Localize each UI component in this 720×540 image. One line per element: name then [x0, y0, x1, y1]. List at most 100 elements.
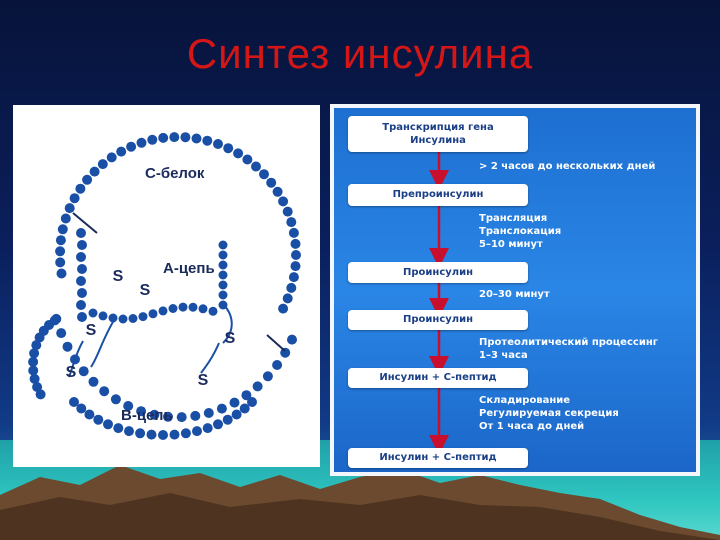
synthesis-flowchart-panel: Транскрипция гена Инсулина Препроинсулин… [330, 104, 700, 476]
c-peptide-residue [282, 293, 293, 304]
b-chain-residue [124, 426, 134, 437]
b-chain-residue [262, 371, 273, 382]
b-chain-residue [56, 328, 67, 339]
a-chain-residue [178, 302, 188, 312]
note-transcription-time: > 2 часов до нескольких дней [479, 160, 655, 173]
b-chain-residue [29, 373, 40, 384]
c-peptide-residue [242, 154, 253, 165]
b-chain-residue [169, 429, 180, 440]
b-chain-residue [28, 365, 39, 376]
b-chain-label: В-цепь [121, 407, 173, 424]
residue-chains [28, 132, 301, 440]
b-chain-residue [93, 414, 104, 425]
b-chain-residue [136, 406, 147, 417]
c-peptide-residue [147, 134, 158, 145]
note-4-line-1: Протеолитический процессинг [479, 337, 658, 348]
c-peptide-residue [89, 166, 100, 177]
c-peptide-residue [233, 148, 244, 159]
c-peptide-residue [282, 206, 293, 217]
b-chain-residue [229, 397, 240, 408]
disulfide-s-1: S [113, 268, 124, 285]
c-peptide-residue [272, 186, 283, 197]
b-chain-residue [192, 426, 202, 437]
b-chain-residue [202, 423, 213, 434]
a-chain-residue [98, 311, 108, 321]
a-chain-residue [218, 290, 228, 300]
note-5-line-2: Регулируемая секреция [479, 408, 619, 419]
b-chain-residue [149, 409, 160, 420]
flow-arrows [429, 152, 449, 455]
c-peptide-residue [223, 143, 234, 154]
b-chain-residue [180, 428, 191, 439]
c-peptide-residue [76, 228, 86, 238]
b-chain-residue [28, 356, 39, 367]
a-chain-residue [218, 260, 228, 270]
a-chain-residue [198, 304, 208, 314]
b-chain-residue [78, 366, 89, 377]
c-peptide-residue [77, 264, 87, 274]
a-chain-residue [138, 312, 148, 322]
c-peptide-residue [290, 261, 301, 272]
a-chain-residue [218, 280, 228, 290]
c-peptide-residue [290, 238, 301, 249]
note-5-line-3: От 1 часа до дней [479, 421, 585, 432]
note-2-line-1: Трансляция [479, 213, 548, 224]
step-1-line-1: Транскрипция гена [382, 122, 494, 133]
step-insulin-c-peptide-2: Инсулин + С-пептид [348, 448, 528, 468]
b-chain-residue [190, 410, 201, 421]
c-peptide-residue [57, 224, 68, 235]
b-chain-residue [135, 428, 146, 439]
c-peptide-residue [136, 137, 147, 148]
b-chain-residue [31, 340, 42, 351]
c-peptide-residue [76, 252, 86, 262]
c-peptide-residue [251, 161, 261, 172]
step-6-line-1: Инсулин + С-пептид [379, 452, 497, 463]
a-chain-residue [168, 304, 178, 313]
b-chain-residue [272, 360, 283, 370]
note-3-line-1: 20–30 минут [479, 289, 550, 300]
c-peptide-residue [126, 141, 137, 152]
note-5-line-1: Складирование [479, 395, 571, 406]
b-chain-residue [123, 401, 134, 411]
c-peptide-residue [213, 139, 223, 149]
a-chain-residue [218, 270, 228, 280]
c-peptide-residue [60, 213, 71, 224]
b-chain-residue [62, 341, 73, 352]
b-chain-residue [49, 315, 60, 326]
a-chain-residue [188, 302, 198, 312]
b-chain-residue [113, 423, 124, 434]
c-peptide-residue [97, 159, 108, 170]
a-chain-residue [158, 306, 168, 316]
c-peptide-residue [77, 240, 87, 250]
c-peptide-residue [69, 193, 80, 204]
step-1-line-2: Инсулина [410, 135, 466, 146]
b-chain-residue [241, 390, 252, 401]
step-gene-transcription: Транскрипция гена Инсулина [348, 116, 528, 152]
a-chain-residue [128, 314, 138, 323]
a-chain-residue [148, 309, 158, 319]
a-chain-residue [118, 314, 128, 324]
c-peptide-residue [169, 132, 180, 143]
step-2-line-1: Препроинсулин [392, 189, 484, 200]
note-folding-time: 20–30 минут [479, 288, 550, 301]
b-chain-residue [35, 389, 46, 400]
c-peptide-residue [259, 169, 269, 180]
b-chain-residue [158, 430, 168, 440]
b-chain-residue [213, 419, 223, 430]
c-peptide-residue [278, 303, 289, 314]
b-chain-residue [252, 381, 263, 392]
b-chain-residue [176, 412, 187, 423]
note-2-line-2: Транслокация [479, 226, 562, 237]
b-chain-residue [110, 394, 121, 405]
proinsulin-structure-panel: S S S S S S С-белок А-цепь В-цепь [13, 105, 320, 467]
c-peptide-residue [55, 257, 66, 268]
step-proinsulin-1: Проинсулин [348, 262, 528, 283]
note-4-line-2: 1–3 часа [479, 350, 528, 361]
c-peptide-residue [116, 146, 127, 157]
c-peptide-residue [55, 235, 66, 246]
c-peptide-residue [77, 288, 87, 298]
c-peptide-residue [55, 246, 66, 257]
note-translation: Трансляция Транслокация 5–10 минут [479, 212, 561, 251]
cleavage-mark-left [72, 212, 98, 234]
step-preproinsulin: Препроинсулин [348, 184, 528, 206]
